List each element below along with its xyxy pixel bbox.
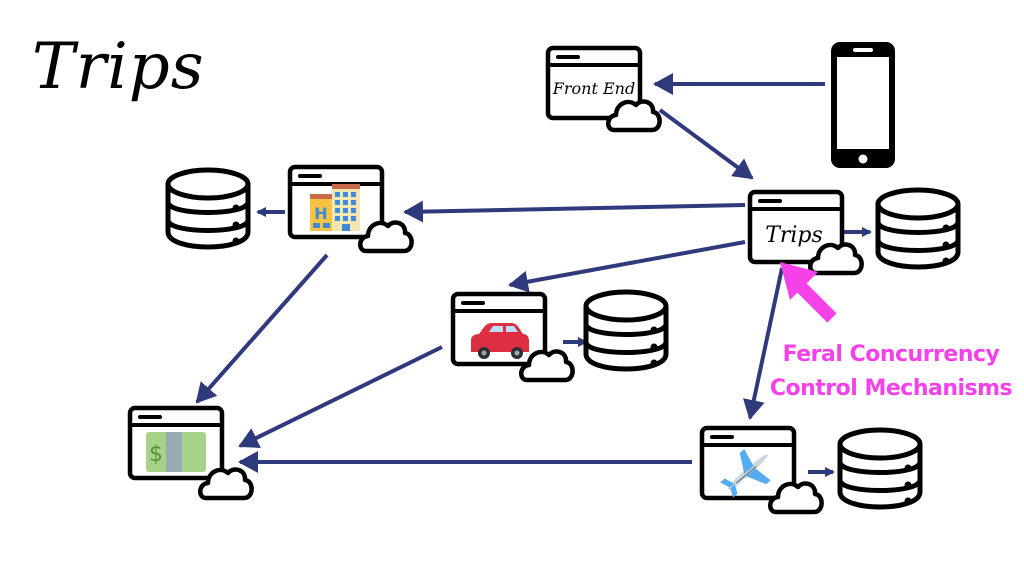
edges bbox=[195, 73, 872, 477]
annotation-line-2: Control Mechanisms bbox=[769, 376, 1013, 401]
trips-database-icon bbox=[878, 190, 958, 267]
node-hotel: H bbox=[290, 167, 412, 251]
airplane-emoji-icon bbox=[720, 448, 771, 498]
node-trips: Trips bbox=[750, 192, 862, 273]
money-emoji-icon: $ bbox=[146, 432, 206, 472]
node-payment: $ bbox=[130, 408, 252, 498]
node-frontend: Front End bbox=[548, 48, 660, 130]
node-flight bbox=[702, 428, 822, 512]
hotel-database-icon bbox=[168, 170, 248, 247]
edge-trips-to-flight bbox=[742, 267, 784, 420]
frontend-label: Front End bbox=[552, 79, 635, 98]
edge-trips-to-car bbox=[508, 240, 746, 293]
svg-text:H: H bbox=[314, 204, 327, 223]
trips-label: Trips bbox=[765, 223, 823, 248]
edge-frontend-to-trips bbox=[658, 108, 754, 180]
edge-car-to-payment bbox=[238, 345, 443, 448]
node-car bbox=[453, 294, 573, 380]
car-database-icon bbox=[586, 292, 666, 369]
flight-database-icon bbox=[840, 430, 920, 507]
annotation-line-1: Feral Concurrency bbox=[782, 342, 1000, 367]
diagram-title: Trips bbox=[32, 30, 205, 104]
annotation-text: Feral Concurrency Control Mechanisms bbox=[762, 338, 1020, 406]
dollar-glyph: $ bbox=[149, 442, 163, 467]
edge-trips-to-hotel bbox=[403, 200, 746, 223]
hotel-emoji-icon: H bbox=[310, 184, 360, 231]
edge-hotel-to-payment bbox=[195, 253, 329, 404]
car-emoji-icon bbox=[471, 323, 529, 359]
smartphone-icon bbox=[831, 42, 895, 168]
annotation-arrow-icon bbox=[780, 262, 837, 323]
